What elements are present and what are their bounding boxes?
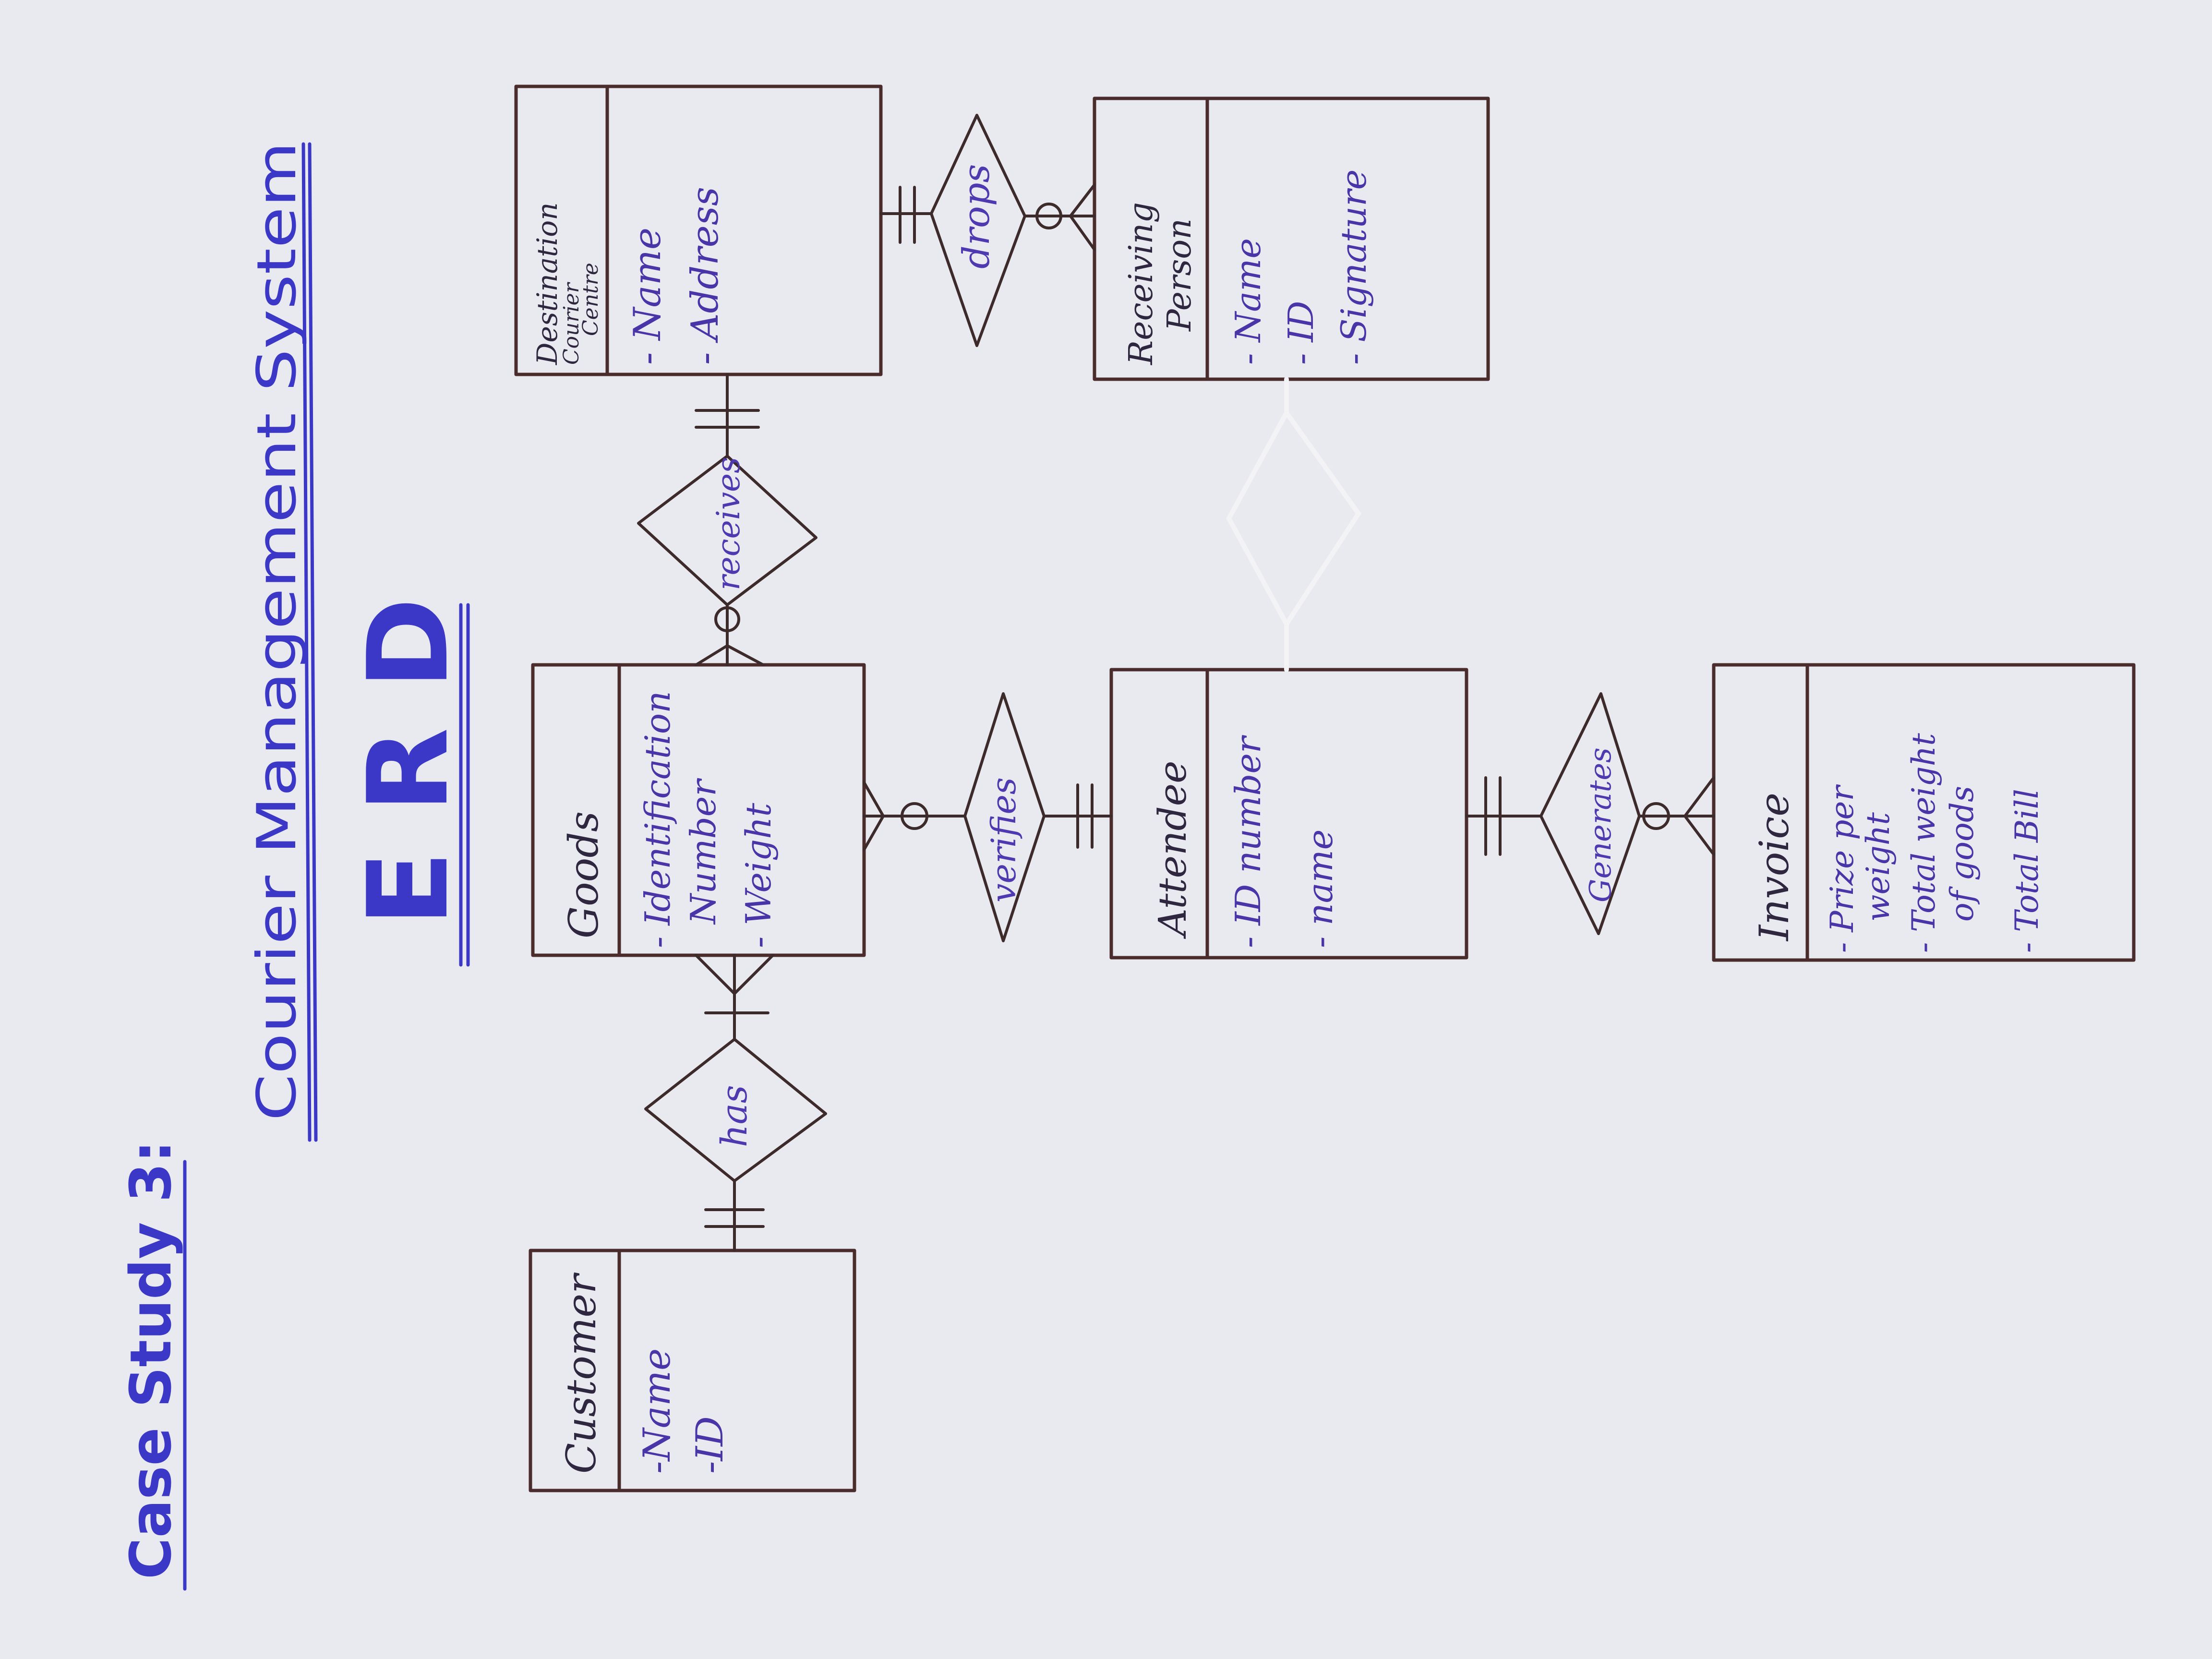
relationship-label: has — [714, 1085, 755, 1147]
relationship-label: drops — [955, 164, 998, 269]
erd-label: E R D — [345, 598, 473, 967]
entity-invoice: Invoice - Prize per weight - Total weigh… — [1712, 663, 2136, 962]
cardinality-many-mark — [1683, 815, 1715, 856]
cardinality-many-mark — [1069, 183, 1096, 217]
attribute: -ID — [688, 1416, 732, 1474]
relationship-generates: Generates — [1465, 692, 1715, 935]
attribute: - name — [1300, 830, 1340, 948]
entity-box — [1712, 663, 2136, 962]
case-study-heading: Case Study 3: — [118, 1140, 187, 1591]
attribute: - ID number — [1228, 735, 1268, 948]
relationship-label: receives — [710, 457, 747, 590]
relationship-receives: receives — [637, 373, 817, 666]
cardinality-many-mark — [733, 954, 774, 995]
entity-customer: Customer -Name -ID — [529, 1249, 856, 1492]
cardinality-many-mark — [863, 781, 885, 817]
entity-box — [529, 1249, 856, 1492]
relationship-label: verifies — [984, 777, 1023, 902]
relationship-label: Generates — [1583, 747, 1618, 902]
attribute: - Address — [684, 187, 727, 365]
attribute: of goods — [1944, 786, 1981, 922]
cardinality-zero-mark — [901, 802, 928, 830]
attribute: - Name — [626, 228, 669, 365]
entity-name: Customer — [558, 1272, 605, 1474]
attribute: - Prize per — [1824, 784, 1861, 953]
cardinality-many-mark — [726, 644, 765, 666]
entity-attendee: Attendee - ID number - name — [1109, 668, 1468, 960]
cardinality-many-mark — [695, 954, 736, 995]
attribute: - Total weight — [1905, 733, 1942, 953]
entity-receiving-person: Receiving Person - Name - ID - Signature — [1093, 96, 1490, 381]
case-study-text: Case Study 3: — [118, 1140, 184, 1579]
erased-diamond — [1226, 377, 1362, 672]
system-title-heading: Courier Management System — [246, 142, 318, 1142]
cardinality-zero-mark — [1642, 802, 1670, 830]
attribute: -Name — [636, 1348, 679, 1474]
attribute: - Name — [1228, 238, 1268, 365]
entity-name-line: Centre — [578, 263, 603, 336]
entity-name: Invoice — [1751, 793, 1798, 942]
cardinality-many-mark — [1069, 215, 1096, 251]
relationship-has: has — [644, 954, 827, 1252]
erased-diamond-shape — [1226, 408, 1362, 629]
attribute: - ID — [1281, 301, 1321, 365]
entity-name: Attendee — [1150, 761, 1195, 939]
erd-label-text: E R D — [345, 598, 473, 926]
cardinality-many-mark — [863, 815, 885, 851]
attribute: - Weight — [738, 803, 779, 948]
entity-box — [514, 84, 883, 376]
attribute: - Signature — [1334, 169, 1374, 365]
entity-goods: Goods - Identification Number - Weight — [531, 663, 866, 957]
cardinality-many-mark — [695, 644, 729, 666]
entity-name-line: Person — [1161, 218, 1199, 332]
cardinality-many-mark — [1683, 776, 1715, 817]
cardinality-zero-mark — [1035, 203, 1062, 229]
relationship-verifies: verifies — [863, 692, 1113, 942]
entity-name: Goods — [560, 811, 607, 938]
entity-destination-courier-centre: Destination Courier Centre - Name - Addr… — [514, 84, 883, 376]
system-title-text: Courier Management System — [246, 142, 308, 1121]
system-title-underline-2 — [308, 142, 318, 1142]
attribute: weight — [1860, 812, 1897, 922]
cardinality-zero-mark — [714, 606, 740, 632]
attribute: - Total Bill — [2008, 789, 2045, 953]
relationship-drops: drops — [879, 114, 1096, 347]
entity-name-line: Destination — [531, 202, 564, 365]
attribute: Number — [683, 778, 723, 925]
entity-box — [1093, 96, 1490, 381]
entity-name-line: Receiving — [1122, 202, 1160, 366]
system-title-underline-1 — [301, 142, 312, 1142]
attribute: - Identification — [637, 691, 678, 948]
entity-name-line: Courier — [559, 281, 584, 365]
